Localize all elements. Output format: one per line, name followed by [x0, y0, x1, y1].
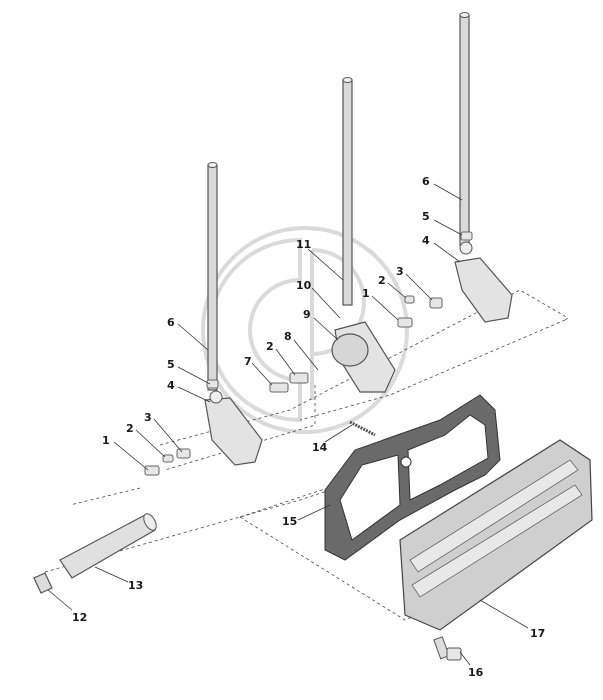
callout-6-right: 6 — [422, 175, 430, 188]
callout-2-left: 2 — [126, 422, 134, 435]
callout-9: 9 — [303, 308, 311, 321]
callout-3-right: 3 — [396, 265, 404, 278]
callout-17: 17 — [530, 627, 545, 640]
rocker-arm-center — [331, 321, 396, 393]
rocker-shaft — [59, 513, 157, 579]
push-rod-center — [342, 77, 353, 306]
callout-1-right: 1 — [362, 287, 370, 300]
callout-4-left: 4 — [167, 379, 175, 392]
callout-13: 13 — [128, 579, 143, 592]
callout-16: 16 — [468, 666, 484, 679]
callout-6-left: 6 — [167, 316, 175, 329]
stud — [349, 420, 376, 437]
callout-3-left: 3 — [144, 411, 152, 424]
push-rod-left — [207, 162, 218, 391]
plug — [33, 572, 53, 594]
callout-7: 7 — [244, 355, 252, 368]
callout-4-right: 4 — [422, 234, 430, 247]
screw — [433, 636, 462, 661]
rocker-arm-left — [204, 390, 263, 466]
callouts: 1 2 3 4 5 6 7 2 8 9 10 11 1 2 3 4 5 6 12… — [72, 175, 545, 679]
watermark-logo — [201, 226, 409, 434]
callout-14: 14 — [312, 441, 328, 454]
push-rod-right — [459, 12, 470, 246]
callout-10: 10 — [296, 279, 312, 292]
callout-2-center: 2 — [266, 340, 274, 353]
leader-lines — [47, 183, 529, 666]
rocker-arm-right — [454, 241, 513, 323]
callout-2-right: 2 — [378, 274, 386, 287]
callout-15: 15 — [282, 515, 297, 528]
callout-11: 11 — [296, 238, 311, 251]
callout-5-left: 5 — [167, 358, 175, 371]
valve-cover — [399, 439, 593, 631]
callout-1-left: 1 — [102, 434, 110, 447]
gasket — [324, 394, 501, 561]
callout-12: 12 — [72, 611, 87, 624]
callout-8: 8 — [284, 330, 292, 343]
small-hardware — [144, 231, 473, 476]
callout-5-right: 5 — [422, 210, 430, 223]
